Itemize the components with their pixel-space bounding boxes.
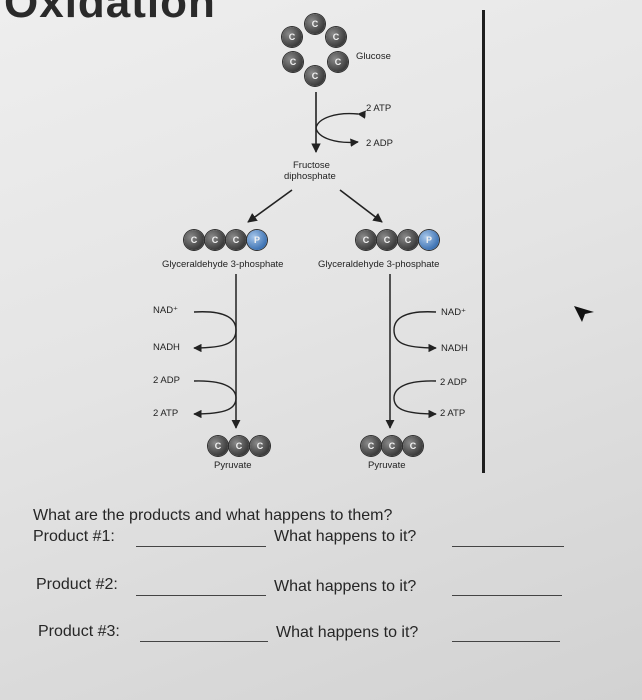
carbon-atom: C — [377, 230, 397, 250]
phosphate-atom: P — [419, 230, 439, 250]
carbon-atom: C — [250, 436, 270, 456]
product-2-label: Product #2: — [36, 576, 118, 593]
pyruvate-right-label: Pyruvate — [368, 460, 406, 471]
glucose-atom: C — [326, 27, 346, 47]
right-nad-label: NAD⁺ — [441, 307, 467, 318]
right-nad-curve — [393, 311, 437, 331]
glucose-atom: C — [305, 14, 325, 34]
glucose-atom: C — [283, 52, 303, 72]
carbon-atom: C — [398, 230, 418, 250]
left-nadh-curve — [193, 329, 237, 353]
split-arrow-left — [247, 189, 293, 223]
adp-output-label: 2 ADP — [366, 138, 393, 149]
carbon-atom: C — [382, 436, 402, 456]
what-happens-1-answer-line[interactable] — [452, 546, 564, 547]
left-nad-label: NAD⁺ — [153, 305, 179, 316]
glucose-label: Glucose — [356, 51, 391, 62]
glucose-atom: C — [305, 66, 325, 86]
carbon-atom: C — [184, 230, 204, 250]
carbon-atom: C — [205, 230, 225, 250]
adp-output-arrow — [315, 127, 359, 147]
right-atp-label: 2 ATP — [440, 408, 466, 419]
split-arrow-right — [339, 189, 383, 223]
right-adp-curve — [393, 380, 437, 399]
left-adp-label: 2 ADP — [153, 375, 180, 386]
atp-input-arrow — [315, 110, 366, 129]
what-happens-2-answer-line[interactable] — [452, 595, 562, 596]
carbon-atom: C — [229, 436, 249, 456]
mouse-cursor-icon — [574, 306, 594, 322]
fructose-label-line2: diphosphate — [284, 171, 336, 182]
right-atp-curve — [393, 397, 437, 419]
question-prompt: What are the products and what happens t… — [33, 507, 393, 524]
what-happens-3-label: What happens to it? — [276, 624, 419, 641]
left-adp-curve — [193, 380, 237, 399]
phosphate-atom: P — [247, 230, 267, 250]
page-title: Oxidation — [4, 0, 216, 27]
atp-input-label: 2 ATP — [366, 103, 392, 114]
carbon-atom: C — [361, 436, 381, 456]
what-happens-1-label: What happens to it? — [274, 528, 417, 545]
product-3-answer-line[interactable] — [140, 641, 268, 642]
product-1-label: Product #1: — [33, 528, 115, 545]
carbon-atom: C — [356, 230, 376, 250]
left-atp-curve — [193, 397, 237, 419]
product-1-answer-line[interactable] — [136, 546, 266, 547]
product-2-answer-line[interactable] — [136, 595, 266, 596]
left-nad-curve — [193, 311, 237, 331]
g3p-left-label: Glyceraldehyde 3-phosphate — [162, 259, 284, 270]
what-happens-3-answer-line[interactable] — [452, 641, 560, 642]
right-nadh-label: NADH — [441, 343, 468, 354]
g3p-right-label: Glyceraldehyde 3-phosphate — [318, 259, 440, 270]
right-adp-label: 2 ADP — [440, 377, 467, 388]
fructose-label: Fructose — [293, 160, 330, 171]
glucose-atom: C — [282, 27, 302, 47]
what-happens-2-label: What happens to it? — [274, 578, 417, 595]
pyruvate-left-label: Pyruvate — [214, 460, 252, 471]
carbon-atom: C — [226, 230, 246, 250]
right-nadh-curve — [393, 329, 437, 353]
carbon-atom: C — [208, 436, 228, 456]
left-atp-label: 2 ATP — [153, 408, 179, 419]
left-nadh-label: NADH — [153, 342, 180, 353]
glucose-atom: C — [328, 52, 348, 72]
vertical-divider-line — [482, 10, 485, 473]
carbon-atom: C — [403, 436, 423, 456]
product-3-label: Product #3: — [38, 623, 120, 640]
